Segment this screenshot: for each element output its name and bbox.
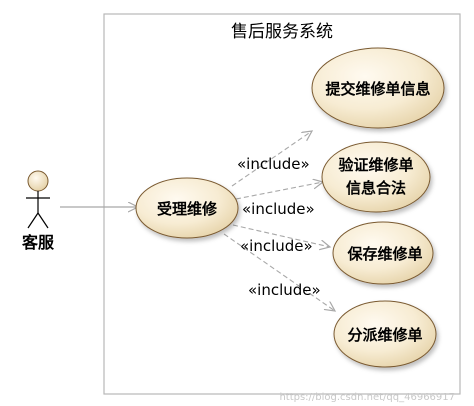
include-label-3: «include»	[240, 237, 313, 255]
include-label-1: «include»	[237, 155, 310, 173]
actor-head	[27, 170, 49, 192]
use-case-ellipse	[321, 141, 431, 213]
include-arrows	[223, 131, 335, 311]
use-case-dispatch-repair-form: 分派维修单	[333, 300, 437, 368]
use-case-label: 提交维修单信息	[325, 80, 430, 98]
use-case-save-repair-form: 保存维修单	[332, 221, 434, 285]
use-case-label: 分派维修单	[347, 326, 422, 344]
actor-customer-service: 客服	[22, 170, 55, 252]
use-case-label: 保存维修单	[346, 245, 422, 263]
use-case-label-line2: 信息合法	[346, 179, 406, 197]
include-arrow-dispatch	[223, 233, 335, 311]
include-arrow-verify	[235, 182, 323, 200]
use-case-submit-repair-info: 提交维修单信息	[311, 47, 445, 129]
include-arrow-submit	[231, 131, 312, 187]
actor-left-leg	[27, 212, 39, 229]
use-case-ellipse	[333, 300, 437, 368]
use-case-ellipse	[311, 47, 445, 129]
watermark: https://blog.csdn.net/qq_46966917	[279, 392, 455, 403]
use-case-verify-repair-info: 验证维修单 信息合法	[321, 141, 431, 213]
actor-label: 客服	[22, 233, 55, 252]
use-case-ellipse	[332, 221, 434, 285]
actor-right-leg	[37, 212, 49, 229]
include-label-4: «include»	[248, 281, 321, 299]
use-case-ellipse	[135, 177, 239, 239]
include-label-2: «include»	[242, 200, 315, 218]
use-case-label: 受理维修	[157, 200, 218, 218]
system-title: 售后服务系统	[231, 22, 333, 42]
use-case-accept-repair: 受理维修	[135, 177, 239, 239]
use-case-label-line1: 验证维修单	[338, 156, 413, 174]
include-arrow-save	[232, 224, 330, 247]
system-boundary	[103, 13, 461, 395]
